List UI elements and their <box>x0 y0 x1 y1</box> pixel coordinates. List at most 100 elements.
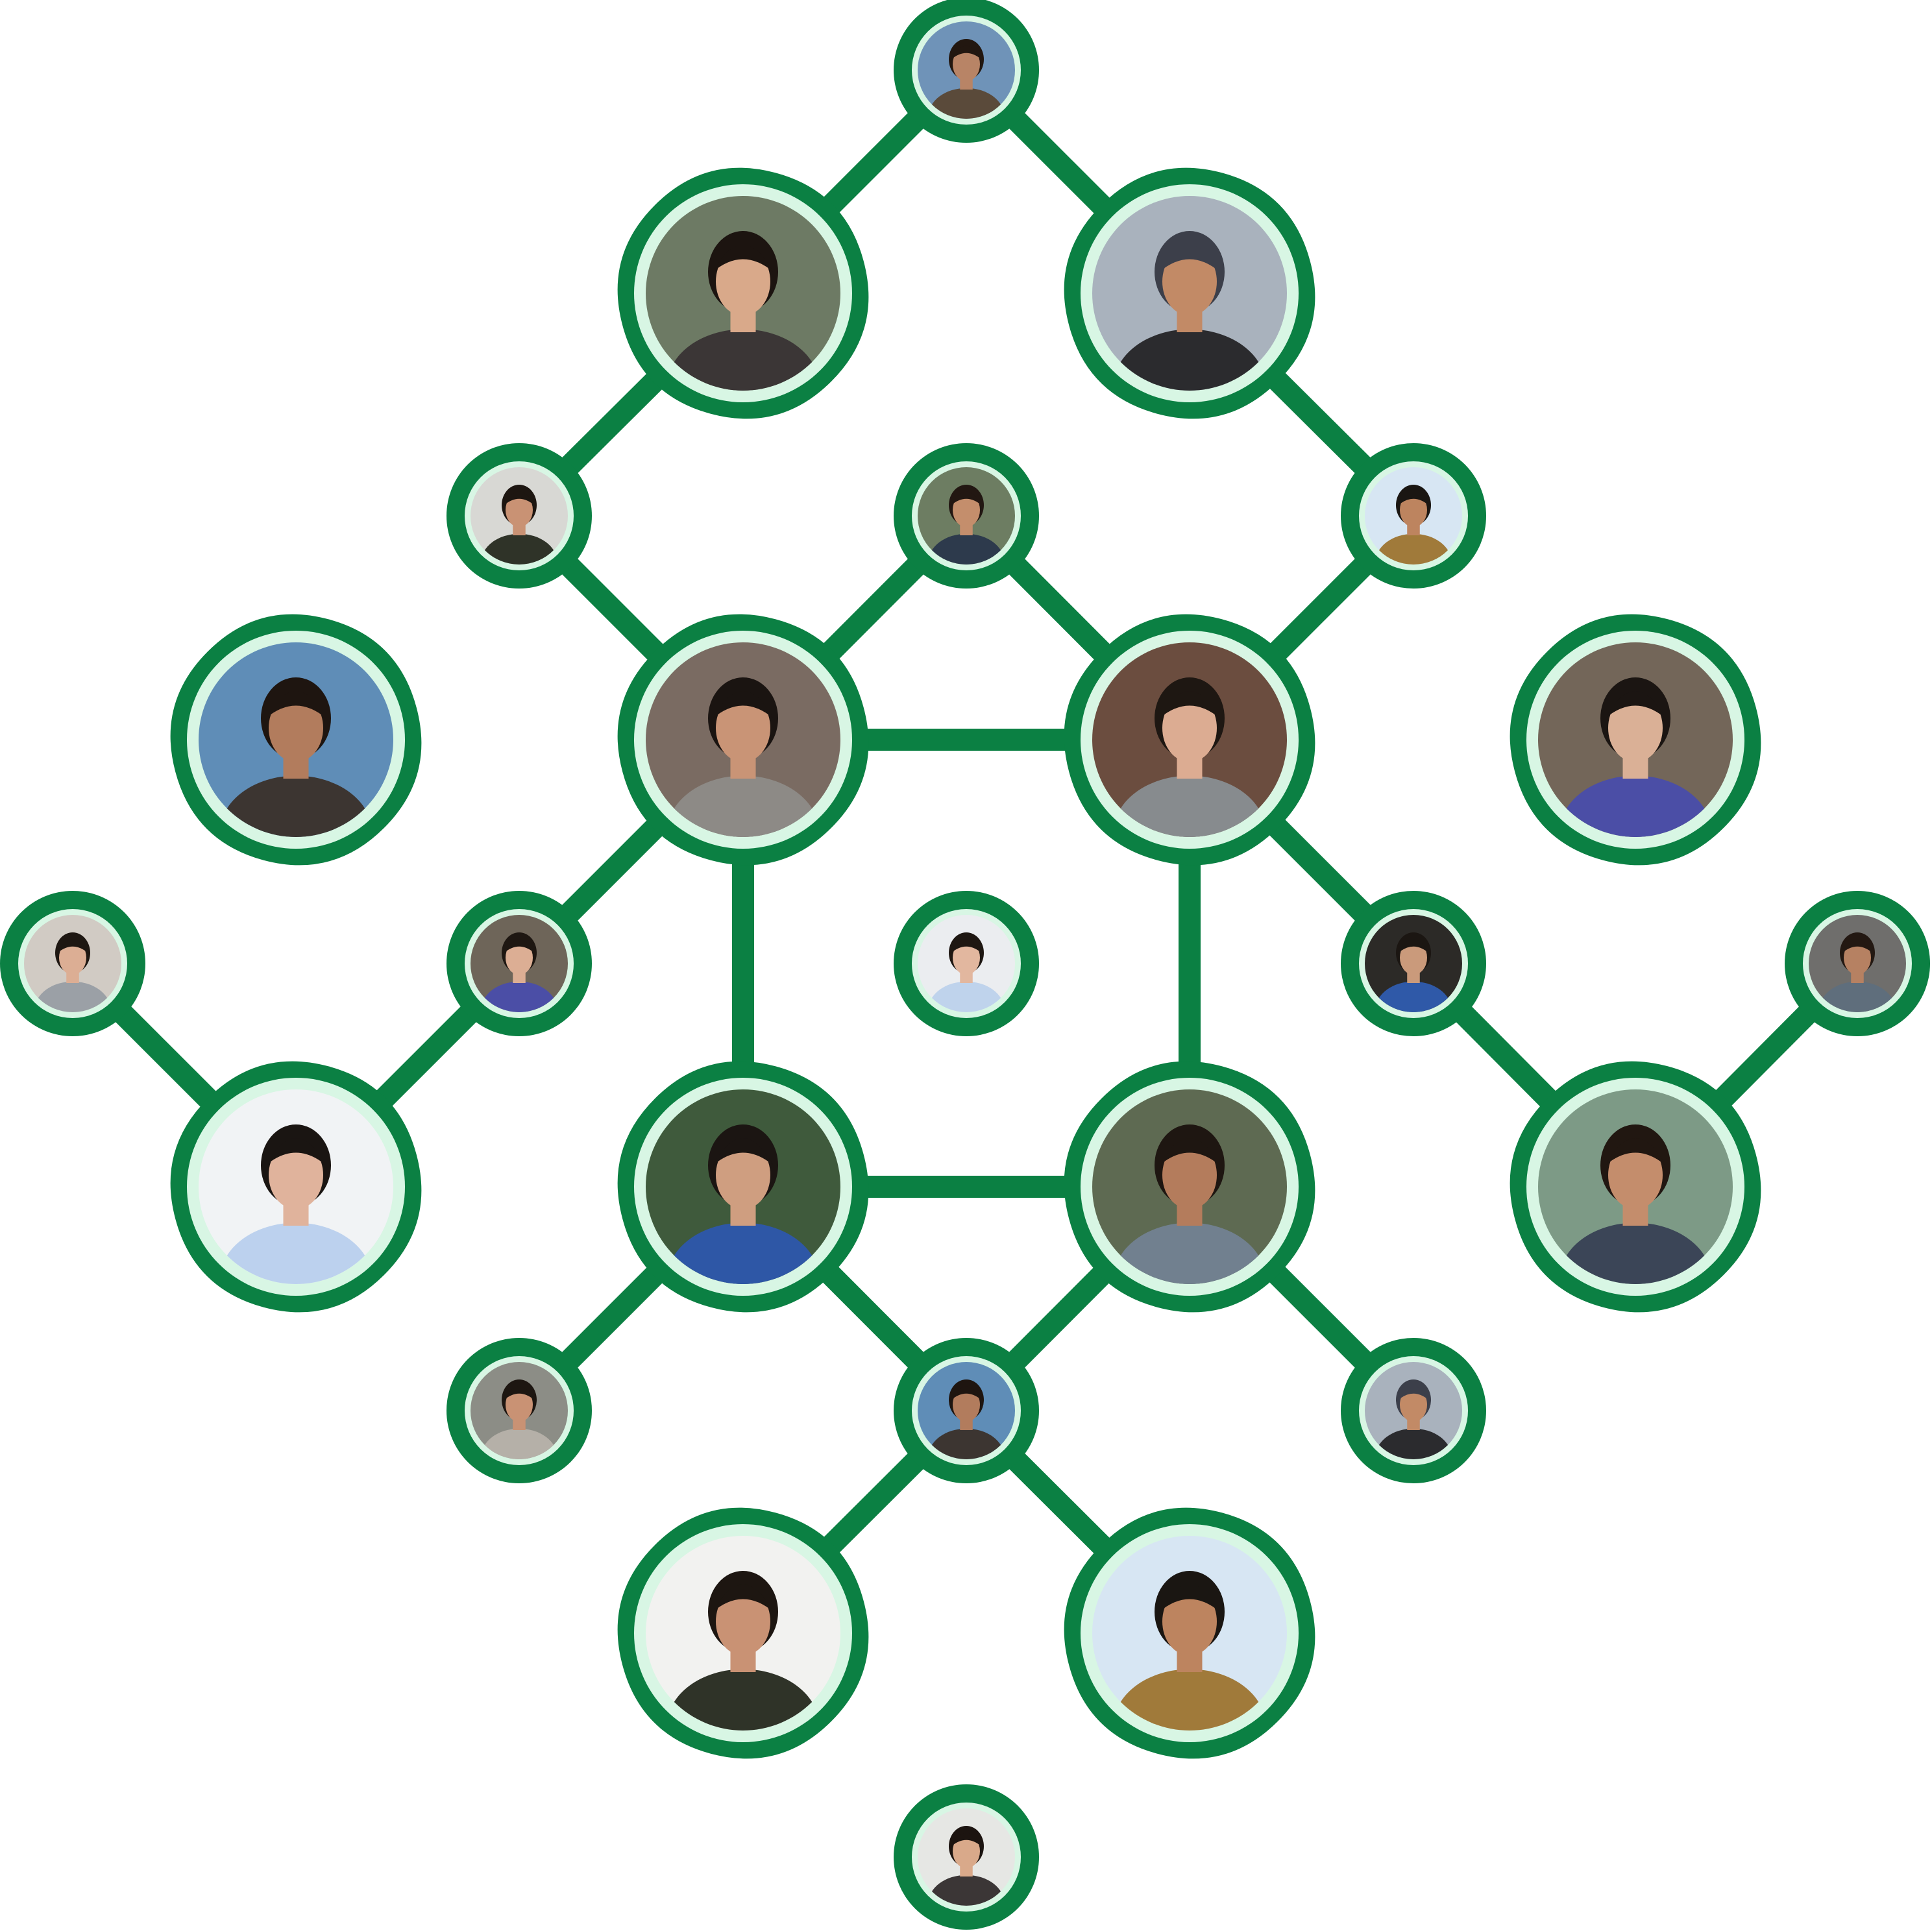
shirt-shape <box>1114 1669 1266 1731</box>
face-shape <box>506 940 533 975</box>
profile-photo-icon <box>1365 467 1462 565</box>
member-node[interactable] <box>1064 1507 1315 1782</box>
face-shape <box>716 1587 770 1656</box>
member-node[interactable] <box>894 1784 1039 1931</box>
face-shape <box>1400 492 1427 528</box>
member-node[interactable] <box>0 891 145 1038</box>
member-node[interactable] <box>1510 614 1761 889</box>
profile-photo-icon <box>24 915 121 1012</box>
face-shape <box>1844 940 1871 975</box>
face-shape <box>1162 1141 1217 1209</box>
profile-photo-icon <box>918 1808 1015 1906</box>
shirt-shape <box>1375 981 1452 1012</box>
member-node[interactable] <box>1341 1338 1486 1485</box>
member-node[interactable] <box>1064 167 1315 443</box>
hair-top-shape <box>1159 691 1220 718</box>
face-shape <box>953 492 980 528</box>
member-node[interactable] <box>1341 891 1486 1038</box>
profile-photo-icon <box>471 467 568 565</box>
hair-top-shape <box>1605 691 1666 718</box>
hair-top-shape <box>713 691 774 718</box>
hair-top-shape <box>951 491 982 505</box>
member-node[interactable] <box>1341 443 1486 590</box>
member-node[interactable] <box>446 1338 592 1485</box>
shirt-shape <box>928 88 1005 119</box>
shirt-shape <box>1559 775 1711 837</box>
shirt-shape <box>1375 533 1452 565</box>
profile-photo-icon <box>1538 1089 1733 1284</box>
profile-photo-icon <box>471 1362 568 1459</box>
face-shape <box>1162 247 1217 316</box>
face-shape <box>1608 1141 1663 1209</box>
member-node[interactable] <box>894 891 1039 1038</box>
hair-top-shape <box>1398 1386 1429 1400</box>
shirt-shape <box>481 981 557 1012</box>
member-node[interactable] <box>1785 891 1930 1038</box>
member-node[interactable] <box>617 1507 869 1782</box>
shirt-shape <box>928 981 1005 1012</box>
hair-top-shape <box>57 939 88 953</box>
profile-photo-icon <box>1538 642 1733 837</box>
hair-top-shape <box>1159 1585 1220 1612</box>
profile-photo-icon <box>1092 1089 1287 1284</box>
member-node[interactable] <box>1510 1061 1761 1336</box>
profile-photo-icon <box>918 467 1015 565</box>
hair-top-shape <box>504 491 535 505</box>
profile-photo-icon <box>199 642 393 837</box>
member-node[interactable] <box>894 1338 1039 1485</box>
profile-photo-icon <box>646 1089 840 1284</box>
profile-photo-icon <box>471 915 568 1012</box>
profile-photo-icon <box>918 21 1015 119</box>
shirt-shape <box>1559 1222 1711 1284</box>
hair-top-shape <box>951 1832 982 1847</box>
hair-top-shape <box>951 45 982 60</box>
shirt-shape <box>928 1875 1005 1906</box>
member-node[interactable] <box>894 0 1039 145</box>
member-node[interactable] <box>1064 1061 1315 1336</box>
profile-photo-icon <box>1092 196 1287 391</box>
shirt-shape <box>1819 981 1896 1012</box>
member-node[interactable] <box>170 1061 422 1336</box>
shirt-shape <box>1114 1222 1266 1284</box>
hair-top-shape <box>504 939 535 953</box>
face-shape <box>953 1834 980 1869</box>
member-node[interactable] <box>170 614 422 889</box>
shirt-shape <box>928 533 1005 565</box>
hair-top-shape <box>265 1138 326 1165</box>
member-node[interactable] <box>446 891 592 1038</box>
shirt-shape <box>1114 775 1266 837</box>
shirt-shape <box>34 981 111 1012</box>
shirt-shape <box>220 775 372 837</box>
hair-top-shape <box>713 1585 774 1612</box>
member-node[interactable] <box>617 167 869 443</box>
face-shape <box>716 1141 770 1209</box>
member-node[interactable] <box>617 614 869 889</box>
hair-top-shape <box>1398 939 1429 953</box>
member-node[interactable] <box>894 443 1039 590</box>
hair-top-shape <box>1159 245 1220 272</box>
member-node[interactable] <box>446 443 592 590</box>
face-shape <box>506 1387 533 1422</box>
face-shape <box>506 492 533 528</box>
hair-top-shape <box>1605 1138 1666 1165</box>
hair-top-shape <box>713 245 774 272</box>
face-shape <box>953 940 980 975</box>
face-shape <box>1400 1387 1427 1422</box>
hair-top-shape <box>1159 1138 1220 1165</box>
hair-top-shape <box>951 1386 982 1400</box>
profile-photo-icon <box>1092 642 1287 837</box>
hair-top-shape <box>1842 939 1873 953</box>
profile-photo-icon <box>646 642 840 837</box>
shirt-shape <box>928 1428 1005 1459</box>
shirt-shape <box>667 1669 819 1731</box>
profile-photo-icon <box>646 196 840 391</box>
face-shape <box>716 247 770 316</box>
member-node[interactable] <box>1064 614 1315 889</box>
profile-photo-icon <box>918 1362 1015 1459</box>
member-node[interactable] <box>617 1061 869 1336</box>
shirt-shape <box>220 1222 372 1284</box>
hair-top-shape <box>504 1386 535 1400</box>
face-shape <box>1162 1587 1217 1656</box>
